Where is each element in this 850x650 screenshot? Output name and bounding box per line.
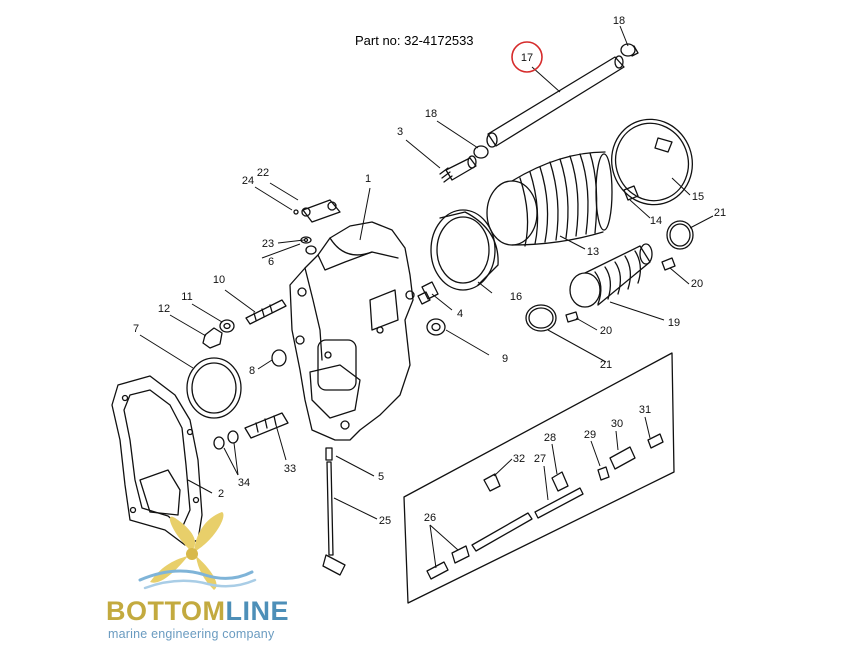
callout-26: 26: [424, 512, 436, 524]
callout-4: 4: [457, 308, 463, 320]
callout-24: 24: [242, 175, 254, 187]
callout-18-hose-clamp: 18: [425, 108, 437, 120]
callout-5: 5: [378, 471, 384, 483]
short-fitting-part: [417, 281, 439, 305]
callout-14: 14: [650, 215, 662, 227]
small-bellows-part: [569, 243, 653, 308]
callout-29: 29: [584, 429, 596, 441]
callout-18-top: 18: [613, 15, 625, 27]
callout-9: 9: [502, 353, 508, 365]
wave-icon: [138, 569, 257, 590]
callout-11: 11: [181, 291, 192, 303]
bell-housing-part: [289, 221, 415, 441]
inset-parts: [426, 433, 664, 580]
callout-7: 7: [133, 323, 139, 335]
fitting-part: [439, 155, 477, 183]
callout-21-lower: 21: [600, 359, 612, 371]
brand-part2: LINE: [225, 596, 290, 626]
callout-25: 25: [379, 515, 391, 527]
large-clamp-part: [610, 118, 694, 206]
lever-and-washers: [293, 199, 341, 255]
callout-30: 30: [611, 418, 623, 430]
callout-highlight-circle: [511, 41, 543, 73]
callout-21-upper: 21: [714, 207, 726, 219]
callout-16: 16: [510, 291, 522, 303]
drain-nipple-part: [244, 412, 289, 439]
callout-10: 10: [213, 274, 225, 286]
o-ring-part: [186, 357, 242, 419]
shift-rod-part: [322, 447, 346, 576]
brand-logo: BOTTOMLINE: [106, 596, 289, 627]
gasket-part: [111, 375, 203, 546]
callout-27: 27: [534, 453, 546, 465]
callout-3: 3: [397, 126, 403, 138]
small-clamp-part: [473, 43, 639, 159]
callout-12: 12: [158, 303, 170, 315]
callout-8: 8: [249, 365, 255, 377]
callout-34: 34: [238, 477, 250, 489]
callout-2: 2: [218, 488, 224, 500]
callout-13: 13: [587, 246, 599, 258]
callout-22: 22: [257, 167, 269, 179]
callout-17: 17: [521, 52, 533, 64]
callout-1: 1: [365, 173, 371, 185]
callout-labels: 1 2 3 4 5 6 7 8 9 10 11 12 13 14 15 16 1…: [133, 15, 726, 527]
stud-part: [245, 299, 287, 325]
callout-33: 33: [284, 463, 296, 475]
brand-part1: BOTTOM: [106, 596, 226, 626]
inset-box: [403, 352, 675, 604]
exhaust-hose-part: [486, 55, 625, 148]
propeller-icon: [150, 512, 224, 590]
washer-part: [426, 318, 446, 336]
clip-part: [623, 185, 639, 201]
leader-lines: [139, 25, 714, 569]
callout-20-lower: 20: [600, 325, 612, 337]
part-number-label: Part no: 32-4172533: [355, 33, 474, 48]
callout-19: 19: [668, 317, 680, 329]
brand-tagline: marine engineering company: [108, 627, 275, 641]
callout-32: 32: [513, 453, 525, 465]
callout-15: 15: [692, 191, 704, 203]
callout-20-upper: 20: [691, 278, 703, 290]
gimbal-ring-part: [430, 209, 499, 291]
callout-6: 6: [268, 256, 274, 268]
callout-28: 28: [544, 432, 556, 444]
callout-23: 23: [262, 238, 274, 250]
bellows-part: [486, 151, 613, 247]
callout-31: 31: [639, 404, 651, 416]
